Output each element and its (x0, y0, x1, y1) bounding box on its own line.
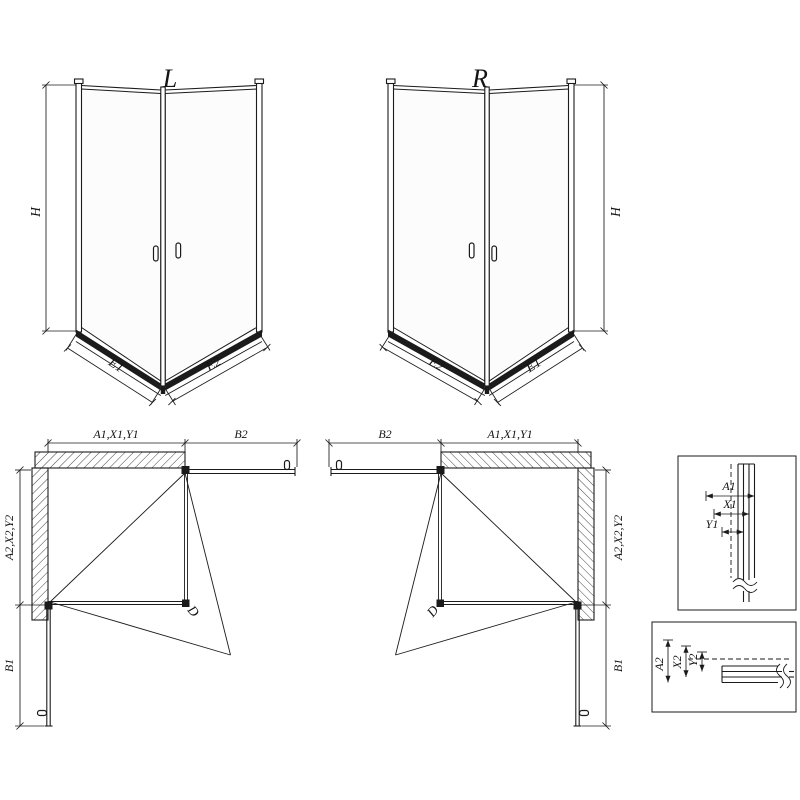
dim-tick (148, 398, 157, 407)
door-swing-line (49, 601, 231, 656)
dim-label-x1: X1 (722, 497, 736, 511)
break-line (732, 578, 758, 586)
wall-profile-cap (254, 78, 265, 85)
dimension-line-e1 (67, 347, 153, 403)
iso-right-labels: R H E2 E1 (426, 64, 623, 376)
iso-right-geometry (379, 78, 609, 407)
hinge-post (44, 601, 53, 610)
top-rail (81, 84, 161, 91)
extension-line (258, 332, 271, 351)
dim-label-a1x1y1: A1,X1,Y1 (92, 427, 138, 441)
plan-right-geometry (324, 438, 612, 731)
dim-tick (293, 439, 301, 447)
extension-line (164, 387, 176, 406)
plan-enclosure-drawing (15, 439, 301, 730)
wall-profile (75, 82, 83, 333)
door-handle (36, 709, 48, 717)
dim-label-a2x2y2: A2,X2,Y2 (611, 515, 625, 561)
glass-panel (81, 88, 162, 382)
dim-label-x2: X2 (670, 655, 684, 669)
dim-label-a1x1y1: A1,X1,Y1 (486, 427, 532, 441)
dim-label-a2: A2 (652, 657, 666, 671)
dim-label-b2: B2 (378, 427, 391, 441)
detail-frame (651, 621, 797, 713)
break-line (783, 663, 791, 689)
door-swing-line (49, 472, 186, 603)
dim-label-h: H (608, 206, 623, 218)
dim-tick (42, 81, 50, 89)
corner-post-foot (160, 386, 166, 394)
dim-tick (16, 466, 24, 474)
wall-top (34, 451, 186, 469)
door-handle (175, 242, 182, 259)
variant-label-left: L (162, 64, 177, 93)
dim-label-e1: E1 (105, 354, 127, 375)
hinge-post (181, 466, 190, 474)
dimension-line-e2 (171, 347, 268, 402)
corner-post (182, 599, 190, 607)
dim-tick (63, 344, 72, 352)
dim-tick (168, 397, 176, 406)
tray-edge (75, 341, 162, 396)
glass-panel (164, 88, 257, 382)
bottom-rail (165, 329, 262, 391)
detail-view-top: A1 X1 Y1 (677, 455, 797, 611)
dim-label-b2: B2 (234, 427, 247, 441)
wall-profile-cap (73, 78, 84, 85)
detail-view-bottom: A2 X2 Y2 (651, 621, 797, 713)
dim-tick (16, 601, 24, 609)
dim-tick (44, 439, 52, 447)
dim-label-e2: E2 (426, 353, 448, 374)
bottom-rail (76, 329, 161, 391)
dim-label-b1: B1 (2, 659, 16, 672)
iso-enclosure-drawing (42, 78, 271, 407)
dim-tick (42, 327, 50, 335)
break-line (776, 663, 784, 689)
dim-tick (16, 722, 24, 730)
door-swing-line (184, 472, 231, 656)
tray-edge (164, 341, 263, 396)
wall-side (31, 467, 49, 621)
wall-profile (255, 82, 263, 333)
iso-left-labels: L H E1 E2 (28, 64, 224, 375)
break-line (732, 585, 758, 593)
dim-label-y2: Y2 (686, 654, 700, 667)
door-handle (283, 459, 291, 471)
dim-label-a2x2y2: A2,X2,Y2 (2, 515, 16, 561)
dim-label-y1: Y1 (706, 517, 719, 531)
dim-label-a1: A1 (721, 479, 735, 493)
dim-tick (181, 439, 189, 447)
door-handle (152, 245, 159, 262)
dim-label-h: H (28, 206, 43, 218)
dim-label-e2: E2 (202, 353, 224, 374)
top-rail (165, 84, 257, 91)
dim-label-e1: E1 (522, 354, 544, 375)
plan-left-labels: A1,X1,Y1 B2 A2,X2,Y2 B1 D (2, 427, 248, 672)
corner-post (160, 86, 166, 387)
dim-tick (263, 343, 271, 352)
dim-label-b1: B1 (611, 659, 625, 672)
variant-label-right: R (471, 64, 488, 93)
detail-frame (677, 455, 797, 611)
